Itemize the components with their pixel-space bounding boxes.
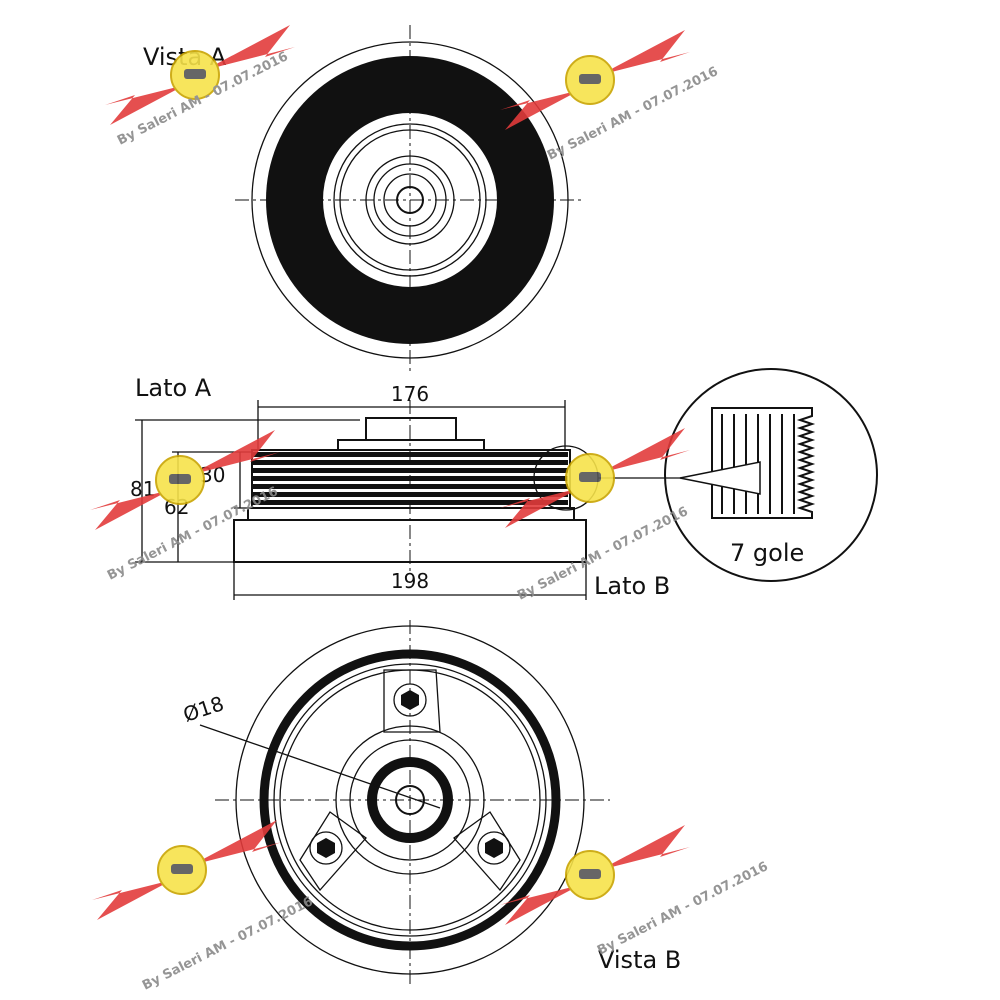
- detail-label: 7 gole: [730, 539, 804, 567]
- watermark-text: By Saleri AM - 07.07.2016: [140, 894, 316, 993]
- watermark-wing: [105, 85, 185, 125]
- dim-176-text: 176: [391, 382, 429, 406]
- detail-pointer: [679, 461, 761, 495]
- bolt-head: [317, 838, 335, 858]
- watermark-wing: [600, 30, 690, 75]
- watermark-logo: [105, 25, 295, 125]
- watermark-wing: [92, 880, 172, 920]
- watermark-car-icon: [579, 74, 601, 84]
- watermark-car-icon: [184, 69, 206, 79]
- dim-198-text: 198: [391, 569, 429, 593]
- view-b-bolt-right: [477, 831, 511, 865]
- dim-bore-leader: [199, 724, 441, 809]
- lato-a-label: Lato A: [135, 374, 212, 402]
- groove-detail: 7 gole: [664, 368, 878, 582]
- view-b-spoke-right: [453, 811, 521, 892]
- detail-circle: [664, 368, 878, 582]
- view-b-bolt-left: [309, 831, 343, 865]
- watermark-logo: [90, 430, 280, 530]
- watermark-car-icon: [579, 869, 601, 879]
- watermark-logo: [500, 428, 690, 528]
- watermark-wing: [192, 820, 282, 865]
- watermark-logo: [92, 820, 282, 920]
- view-a: Vista A: [143, 25, 585, 375]
- detail-hatch: [721, 414, 795, 514]
- bolt-washer: [477, 831, 511, 865]
- bolt-head: [485, 838, 503, 858]
- watermark-wing: [500, 488, 580, 528]
- side-view: 176 198 81 62 30 Lato A Lato B: [130, 374, 690, 600]
- watermark-text: By Saleri AM - 07.07.2016: [595, 859, 771, 958]
- vista-b-label: Vista B: [598, 946, 681, 974]
- side-hub-step: [337, 439, 485, 451]
- view-b-spoke-left: [299, 811, 367, 892]
- watermark-car-icon: [171, 864, 193, 874]
- watermark-car-icon: [579, 472, 601, 482]
- watermark-wing: [500, 90, 580, 130]
- watermark-wing: [90, 490, 170, 530]
- side-hub-top: [365, 417, 457, 441]
- lato-b-label: Lato B: [594, 572, 670, 600]
- watermark-wing: [205, 25, 295, 70]
- watermark-logo: [500, 30, 690, 130]
- watermark-wing: [500, 885, 580, 925]
- watermark-logo: [500, 825, 690, 925]
- watermark-wing: [190, 430, 280, 475]
- watermark-wing: [600, 428, 690, 473]
- bolt-washer: [309, 831, 343, 865]
- detail-groove-profile: [711, 407, 816, 519]
- dim-bore-text: Ø18: [180, 691, 227, 727]
- watermark-wing: [600, 825, 690, 870]
- watermark-car-icon: [169, 474, 191, 484]
